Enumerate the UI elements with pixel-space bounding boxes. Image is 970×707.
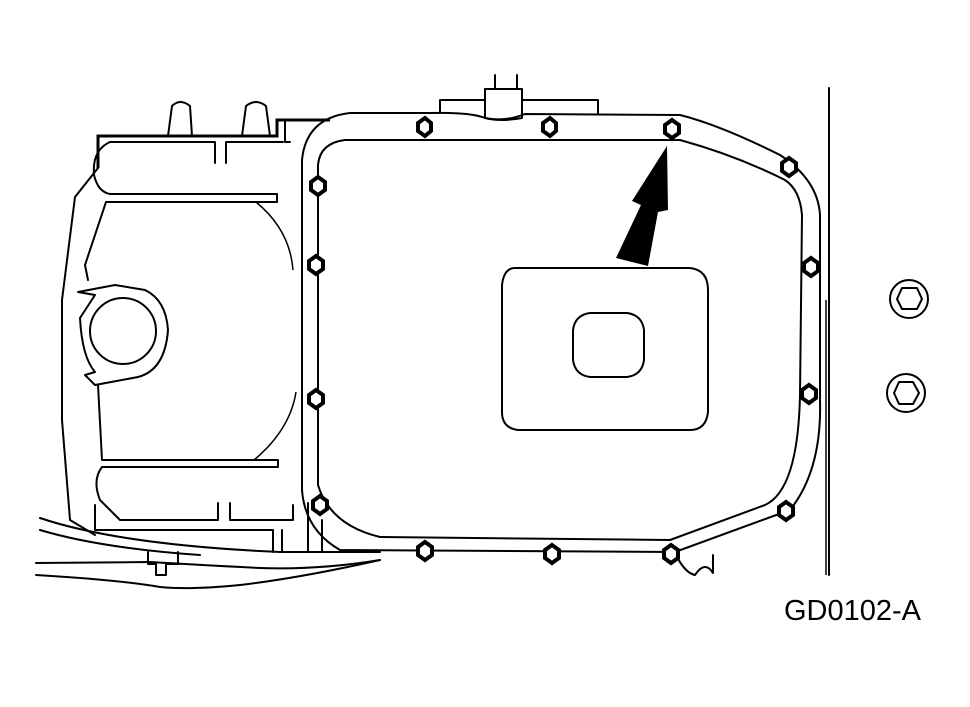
removed-bolts: [886, 279, 929, 413]
bolt-icon: [780, 155, 798, 179]
pan-center-panel: [501, 267, 709, 431]
bolt-icon: [663, 117, 681, 141]
figure-id-label: GD0102-A: [784, 595, 922, 627]
bolt-icon: [307, 253, 325, 277]
oil-pan: [301, 74, 822, 576]
bolt-icon: [662, 542, 680, 566]
bolt-icon: [543, 542, 561, 566]
bolt-icon: [800, 382, 818, 406]
bolt-icon: [802, 255, 820, 279]
bolt-icon: [416, 539, 434, 563]
transmission-housing: [61, 101, 330, 553]
bolt-icon: [541, 115, 558, 139]
lower-lines: [35, 517, 381, 590]
callout-arrow: [616, 146, 668, 266]
bolt-icon: [416, 115, 433, 139]
housing-wall: [825, 87, 830, 576]
removed-bolt-icon: [886, 373, 926, 413]
pan-bolts: [307, 115, 820, 566]
bolt-icon: [307, 387, 325, 411]
bolt-icon: [311, 493, 329, 517]
removed-bolt-icon: [889, 279, 929, 319]
bolt-icon: [309, 174, 327, 198]
bolt-icon: [777, 499, 795, 523]
